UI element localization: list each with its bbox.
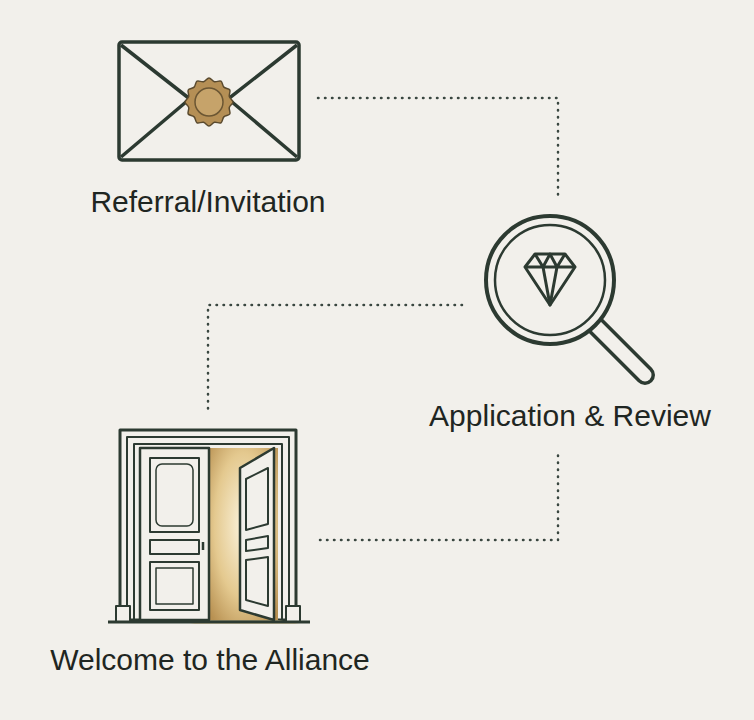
node-label: Welcome to the Alliance: [50, 642, 370, 678]
node-label: Application & Review: [429, 398, 711, 434]
magnifier-icon: [486, 216, 645, 375]
node-icon: [18, 36, 398, 184]
dotted-connector: [320, 452, 558, 540]
door-icon: [108, 430, 310, 624]
wax-seal: [185, 78, 233, 126]
invitation-node: Referral/Invitation: [18, 36, 398, 220]
node-icon: [400, 212, 740, 398]
wax-seal-center: [195, 88, 223, 116]
node-label: Referral/Invitation: [90, 184, 325, 220]
review-node: Application & Review: [400, 212, 740, 434]
welcome-node: Welcome to the Alliance: [0, 424, 420, 678]
dotted-connector: [318, 98, 558, 196]
dotted-connector: [208, 305, 462, 412]
envelope-icon: [119, 42, 299, 160]
node-icon: [0, 424, 420, 642]
